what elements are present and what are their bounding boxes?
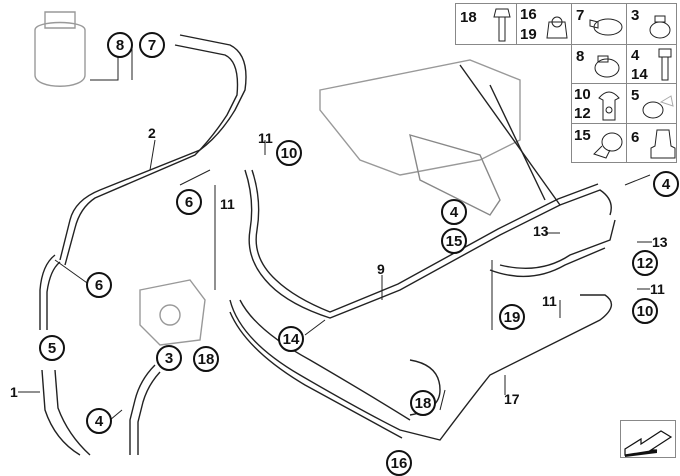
label-1: 1 [10,384,18,400]
callout-16[interactable]: 16 [386,450,412,476]
legend-number: 3 [631,7,640,24]
callout-7[interactable]: 7 [139,32,165,58]
banjo-bolt-icon [598,91,620,121]
legend-cell-3[interactable]: 3 [626,3,677,45]
parts-legend: 18 16 19 7 3 8 4 14 10 12 5 15 6 [455,3,677,163]
bolt-icon [493,8,511,42]
label-11: 11 [258,130,273,146]
label-13: 13 [652,234,668,250]
callout-3[interactable]: 3 [156,345,182,371]
hose-lines [34,11,616,456]
callout-6[interactable]: 6 [86,272,112,298]
worm-clamp-icon [649,15,671,39]
legend-number: 15 [574,127,591,144]
steering-rack [319,59,521,176]
legend-number: 8 [576,48,585,65]
arrow-icon [624,430,673,457]
callout-4[interactable]: 4 [441,199,467,225]
legend-cell-8[interactable]: 8 [571,44,627,84]
legend-number: 16 [520,6,537,23]
callout-4[interactable]: 4 [653,171,679,197]
callout-5[interactable]: 5 [39,335,65,361]
reservoir [34,21,86,87]
legend-cell-18[interactable]: 18 [455,3,517,45]
diagram-lines [18,11,652,456]
label-9: 9 [377,261,385,277]
legend-number: 18 [460,9,477,26]
legend-cell-5[interactable]: 5 [626,83,677,124]
cap-nut-icon [650,129,676,159]
legend-cell-10-12[interactable]: 10 12 [571,83,627,124]
label-13: 13 [533,223,549,239]
spring-clamp-icon [642,95,674,119]
legend-cell-4-14[interactable]: 4 14 [626,44,677,84]
ear-clamp-icon [594,55,620,78]
label-17: 17 [504,391,520,407]
hex-bolt-icon [658,48,672,81]
legend-number: 4 [631,47,640,64]
legend-cell-16-19[interactable]: 16 19 [516,3,572,45]
legend-cell-15[interactable]: 15 [571,123,627,163]
callout-6[interactable]: 6 [176,189,202,215]
collar-nut-icon [546,16,568,39]
p-clip-icon [593,132,623,159]
hose-clamp-icon [589,18,623,36]
legend-number: 6 [631,129,640,146]
navigation-button[interactable] [620,420,676,458]
legend-cell-6[interactable]: 6 [626,123,677,163]
callout-8[interactable]: 8 [107,32,133,58]
callout-4[interactable]: 4 [86,408,112,434]
callout-12[interactable]: 12 [632,250,658,276]
label-2: 2 [148,125,156,141]
legend-number: 14 [631,66,648,83]
label-11: 11 [542,293,557,309]
pump [139,279,206,346]
legend-number: 12 [574,105,591,122]
legend-number: 7 [576,7,585,24]
legend-number: 5 [631,87,640,104]
legend-number: 10 [574,86,591,103]
label-11: 11 [220,196,235,212]
legend-number: 19 [520,26,537,43]
callout-19[interactable]: 19 [499,304,525,330]
legend-cell-7[interactable]: 7 [571,3,627,45]
callout-14[interactable]: 14 [278,326,304,352]
callout-10[interactable]: 10 [632,298,658,324]
callout-10[interactable]: 10 [276,140,302,166]
callout-18[interactable]: 18 [193,346,219,372]
callout-18[interactable]: 18 [410,390,436,416]
label-11: 11 [650,281,665,297]
callout-15[interactable]: 15 [441,228,467,254]
